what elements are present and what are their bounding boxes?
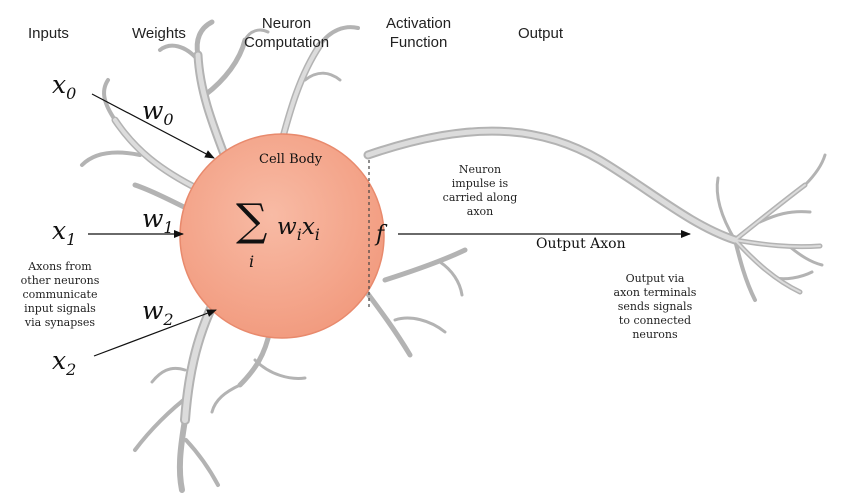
- input-x0-symbol: x: [52, 70, 67, 99]
- note-output-via: Output via axon terminals sends signals …: [600, 272, 710, 342]
- weight-w1-symbol: w: [142, 204, 164, 233]
- header-neuron-computation: Neuron Computation: [244, 14, 329, 52]
- weight-w0-sub: 0: [163, 110, 174, 129]
- weight-w1: w1: [142, 204, 174, 237]
- note-output-line: to connected: [618, 314, 692, 327]
- note-impulse-line: impulse is: [451, 177, 509, 190]
- weight-w1-sub: 1: [163, 218, 174, 237]
- note-axons-line: other neurons: [20, 274, 100, 287]
- weight-w0: w0: [142, 96, 174, 129]
- output-axon-label: Output Axon: [536, 236, 626, 252]
- header-neuron-computation-line2: Computation: [244, 34, 330, 51]
- weight-w2: w2: [142, 296, 174, 329]
- term-x: x: [301, 214, 315, 240]
- term-x-sub: i: [314, 225, 320, 244]
- header-weights: Weights: [132, 25, 186, 42]
- input-x0-sub: 0: [66, 84, 77, 103]
- input-x1: x1: [52, 216, 76, 249]
- summation-index: i: [249, 252, 255, 271]
- summation-term: wixi: [277, 214, 320, 244]
- note-axons-line: Axons from: [28, 260, 92, 273]
- input-arrow-2: [93, 309, 217, 357]
- note-output-line: Output via: [625, 272, 685, 285]
- note-axons-from: Axons from other neurons communicate inp…: [10, 260, 110, 330]
- weight-w2-symbol: w: [142, 296, 164, 325]
- note-impulse-line: Neuron: [458, 163, 502, 176]
- term-w: w: [277, 214, 297, 240]
- note-output-line: axon terminals: [613, 286, 697, 299]
- input-x0: x0: [52, 70, 76, 103]
- header-activation-function: Activation Function: [386, 14, 451, 52]
- input-x2: x2: [52, 346, 76, 379]
- note-impulse-line: carried along: [442, 191, 518, 204]
- input-x1-sub: 1: [66, 230, 77, 249]
- activation-f: f: [376, 222, 385, 247]
- header-inputs: Inputs: [28, 25, 69, 42]
- input-arrow-0: [91, 93, 215, 159]
- input-x2-symbol: x: [52, 346, 67, 375]
- note-output-line: neurons: [632, 328, 678, 341]
- summation-symbol: ∑: [236, 195, 268, 246]
- note-impulse-line: axon: [466, 205, 494, 218]
- term-w-sub: i: [296, 225, 302, 244]
- weight-w2-sub: 2: [163, 310, 174, 329]
- cell-body-label: Cell Body: [259, 152, 323, 167]
- note-axons-line: input signals: [24, 302, 96, 315]
- weight-w0-symbol: w: [142, 96, 164, 125]
- header-activation-function-line1: Activation: [386, 15, 452, 32]
- header-neuron-computation-line1: Neuron: [261, 15, 312, 32]
- header-output: Output: [518, 25, 564, 42]
- note-axons-line: communicate: [22, 288, 98, 301]
- note-axons-line: via synapses: [24, 316, 96, 329]
- note-output-line: sends signals: [617, 300, 693, 313]
- input-x1-symbol: x: [52, 216, 67, 245]
- header-activation-function-line2: Function: [389, 34, 448, 51]
- note-neuron-impulse: Neuron impulse is carried along axon: [432, 163, 528, 219]
- input-x2-sub: 2: [66, 360, 77, 379]
